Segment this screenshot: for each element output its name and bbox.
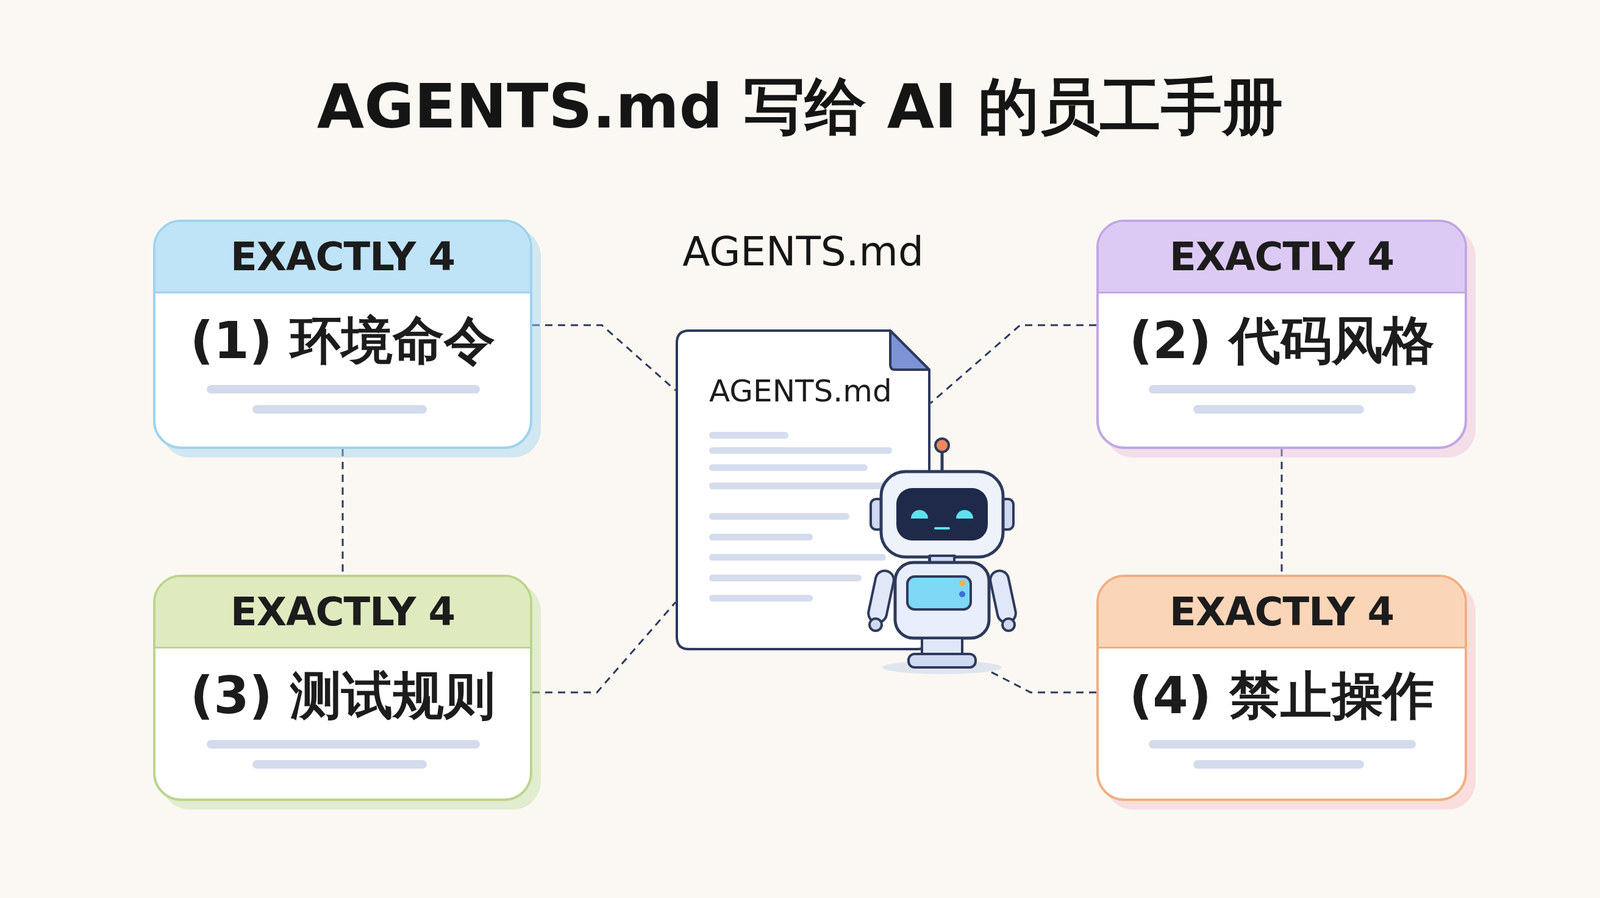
text-placeholder-line	[709, 431, 789, 439]
card-label: (2) 代码风格	[1098, 293, 1465, 374]
text-placeholder-line	[709, 574, 862, 582]
robot-leg	[921, 637, 963, 655]
text-placeholder-line	[709, 446, 893, 454]
card-header: EXACTLY 4	[1098, 221, 1465, 294]
category-card: EXACTLY 4(2) 代码风格	[1096, 219, 1468, 449]
card-header: EXACTLY 4	[1098, 576, 1465, 649]
text-placeholder-line	[709, 553, 886, 561]
text-placeholder-line	[252, 404, 427, 414]
dashed-connector	[342, 448, 344, 575]
diagram-title: AGENTS.md 写给 AI 的员工手册	[0, 60, 1600, 153]
robot-arm	[988, 568, 1018, 624]
robot-face-screen	[896, 487, 988, 541]
category-card: EXACTLY 4(1) 环境命令	[153, 219, 533, 449]
robot-illustration	[853, 426, 1037, 683]
text-placeholder-line	[709, 464, 868, 471]
robot-arm	[866, 568, 896, 624]
text-placeholder-line	[1193, 759, 1365, 769]
document-heading: AGENTS.md	[614, 224, 992, 280]
robot-foot	[908, 653, 976, 668]
robot-light	[959, 590, 966, 597]
dashed-connector	[930, 325, 1097, 404]
document-fold	[890, 330, 930, 370]
text-placeholder-line	[1148, 384, 1416, 394]
robot-mouth	[935, 526, 949, 530]
text-placeholder-line	[206, 384, 480, 394]
dashed-connector	[532, 325, 676, 391]
text-placeholder-line	[709, 533, 813, 541]
text-placeholder-line	[709, 512, 850, 520]
text-placeholder-line	[709, 482, 893, 490]
text-placeholder-line	[709, 594, 813, 602]
robot-light	[959, 579, 966, 586]
text-placeholder-line	[206, 739, 480, 749]
robot-hand	[869, 618, 882, 631]
dashed-connector	[532, 601, 676, 693]
card-label: (1) 环境命令	[155, 293, 530, 374]
robot-eye	[956, 509, 974, 519]
text-placeholder-line	[1148, 739, 1416, 749]
text-placeholder-line	[252, 759, 427, 769]
text-placeholder-line	[1193, 404, 1365, 414]
robot-antenna	[940, 451, 944, 473]
robot-eye	[910, 509, 929, 519]
document-filename: AGENTS.md	[709, 370, 893, 411]
robot-body	[895, 562, 990, 638]
card-label: (3) 测试规则	[155, 648, 530, 729]
robot-chest-screen	[907, 576, 971, 610]
card-header: EXACTLY 4	[155, 221, 530, 294]
robot-hand	[1002, 618, 1015, 631]
card-header: EXACTLY 4	[155, 576, 530, 649]
robot-antenna-ball	[935, 438, 949, 452]
robot-head	[881, 471, 1004, 557]
card-label: (4) 禁止操作	[1098, 648, 1465, 729]
category-card: EXACTLY 4(3) 测试规则	[153, 574, 533, 801]
category-card: EXACTLY 4(4) 禁止操作	[1096, 574, 1468, 801]
dashed-connector	[1281, 448, 1283, 575]
